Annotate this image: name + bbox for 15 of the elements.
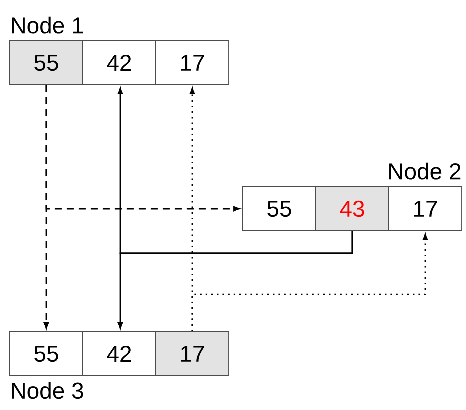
node-heading: Node 1 bbox=[12, 16, 84, 34]
array-cell: 42 bbox=[82, 332, 156, 376]
array-cell: 17 bbox=[156, 40, 230, 86]
array-cell: 43 bbox=[316, 186, 390, 232]
array-cell: 17 bbox=[388, 186, 462, 232]
array-cell: 42 bbox=[82, 40, 156, 86]
arrow bbox=[46, 85, 240, 212]
arrow bbox=[118, 231, 354, 330]
array-cell: 17 bbox=[156, 332, 230, 376]
arrow bbox=[192, 234, 428, 332]
node-heading: Node 3 bbox=[12, 382, 84, 400]
array-cell: 55 bbox=[10, 332, 84, 376]
node-heading: Node 2 bbox=[390, 162, 461, 180]
array-cell: 55 bbox=[242, 186, 316, 232]
array-cell: 55 bbox=[10, 40, 84, 86]
